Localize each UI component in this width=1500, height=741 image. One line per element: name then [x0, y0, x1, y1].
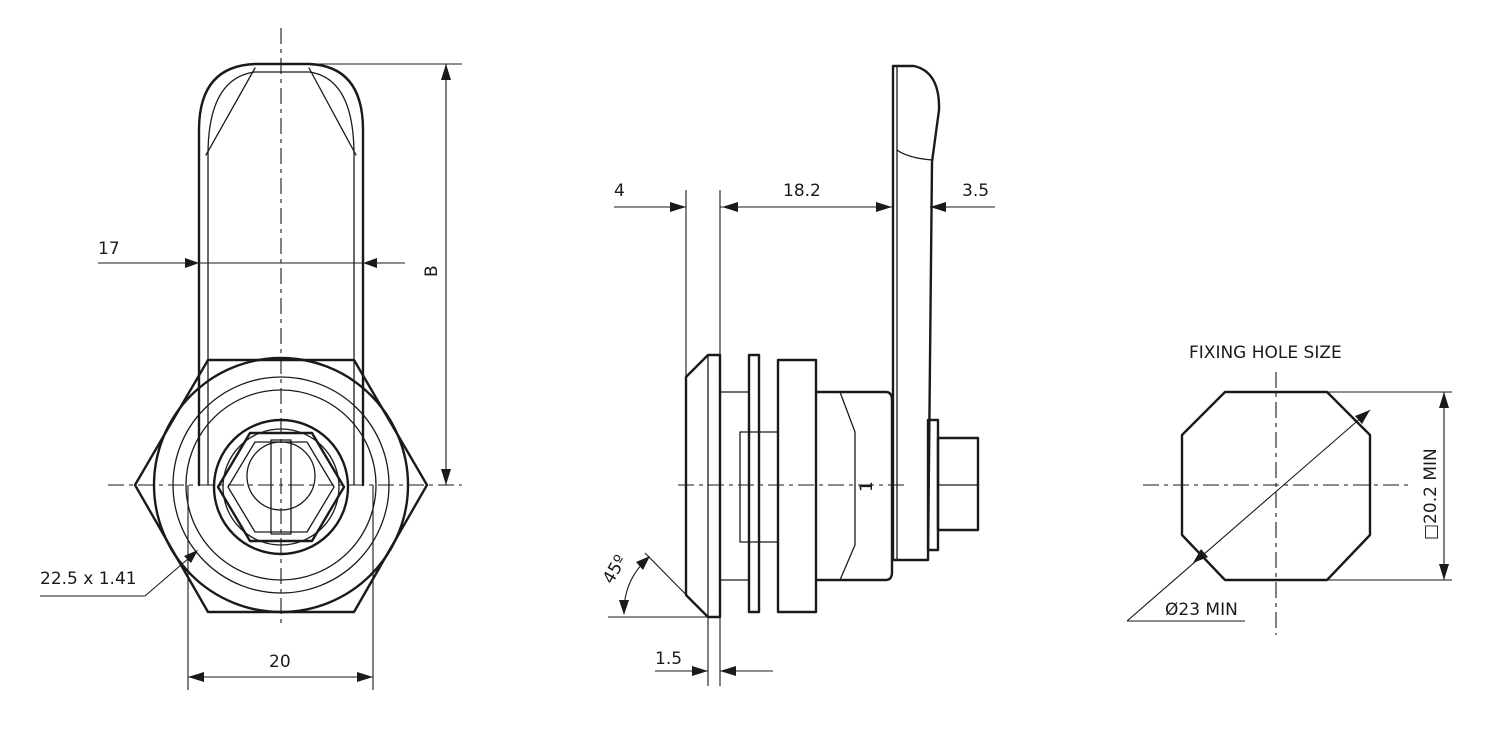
- dim-b-label: B: [422, 265, 442, 277]
- dim-hex-arrow: [184, 550, 198, 563]
- panel-gap: [719, 391, 750, 581]
- dim-45-ext-slope: [644, 552, 709, 618]
- dim-flat-arrow-bottom: [1439, 564, 1449, 580]
- fixing-hole-title: FIXING HOLE SIZE: [1189, 343, 1342, 363]
- dim-diameter-arrow-bottom: [1193, 549, 1208, 563]
- dim-diameter-label: Ø23 MIN: [1165, 600, 1238, 620]
- lever-arm-bevel: [207, 71, 355, 486]
- key-plug-inner: [222, 428, 340, 546]
- cam-lever: [891, 64, 941, 562]
- dim-17-arrow-left: [185, 258, 199, 268]
- barrel-flat: [839, 391, 856, 581]
- key-slot: [270, 439, 292, 535]
- lever-arm: [197, 62, 365, 487]
- dim-18-label: 18.2: [783, 181, 821, 201]
- dim-diameter-arrow-top: [1355, 410, 1370, 424]
- hex-socket-inner: [227, 441, 335, 533]
- back-nut: [936, 436, 980, 532]
- dim-1-5-label: 1.5: [655, 649, 682, 669]
- dim-b-arrow-bottom: [441, 469, 451, 485]
- dim-17-label: 17: [98, 239, 120, 259]
- barrel: [814, 390, 894, 582]
- dim-diameter-line: [1126, 409, 1371, 622]
- lock-body-inner-ring: [185, 389, 377, 581]
- dim-hex-label: 22.5 x 1.41: [40, 569, 137, 589]
- dim-4-arrow: [670, 202, 686, 212]
- dim-3-5-arrow: [930, 202, 946, 212]
- dim-1-5-arrow-right: [720, 666, 736, 676]
- dim-18-arrow-left: [722, 202, 738, 212]
- key-plug: [212, 418, 350, 556]
- hex-socket: [216, 431, 346, 543]
- dim-20-arrow-right: [357, 672, 373, 682]
- key-hole: [246, 441, 316, 511]
- dim-45-arrow-bottom: [619, 600, 629, 615]
- side-nut: [776, 358, 818, 614]
- dim-20-arrow-left: [188, 672, 204, 682]
- lock-head: [684, 353, 722, 619]
- dim-b-arrow-top: [441, 64, 451, 80]
- dim-3-5-label: 3.5: [962, 181, 989, 201]
- lock-body-outer: [152, 356, 410, 614]
- side-view: 1 4 18.2 3.5 45º: [599, 64, 995, 686]
- dim-1-5-arrow-left: [692, 666, 708, 676]
- position-mark: 1: [857, 481, 877, 492]
- dim-4-label: 4: [614, 181, 625, 201]
- washer: [747, 353, 761, 614]
- dim-hex-leader: [40, 551, 197, 597]
- front-view: 17 B 22.5 x 1.41 20: [40, 28, 462, 690]
- lever-bevel-right: [308, 67, 357, 156]
- side-body-step: [739, 431, 779, 543]
- lock-body-ring: [172, 376, 390, 594]
- dim-18-arrow-right: [876, 202, 892, 212]
- lever-bevel-left: [205, 67, 256, 156]
- dim-flat-label: □20.2 MIN: [1421, 448, 1441, 540]
- fixing-hole-view: FIXING HOLE SIZE Ø23 MIN □20.2 MIN: [1126, 343, 1452, 635]
- dim-17-arrow-right: [363, 258, 377, 268]
- dim-20-label: 20: [269, 652, 291, 672]
- dim-45-label: 45º: [599, 552, 631, 588]
- cam-lever-tip: [896, 149, 933, 161]
- dim-45-arrow-top: [636, 556, 650, 570]
- dim-flat-arrow-top: [1439, 392, 1449, 408]
